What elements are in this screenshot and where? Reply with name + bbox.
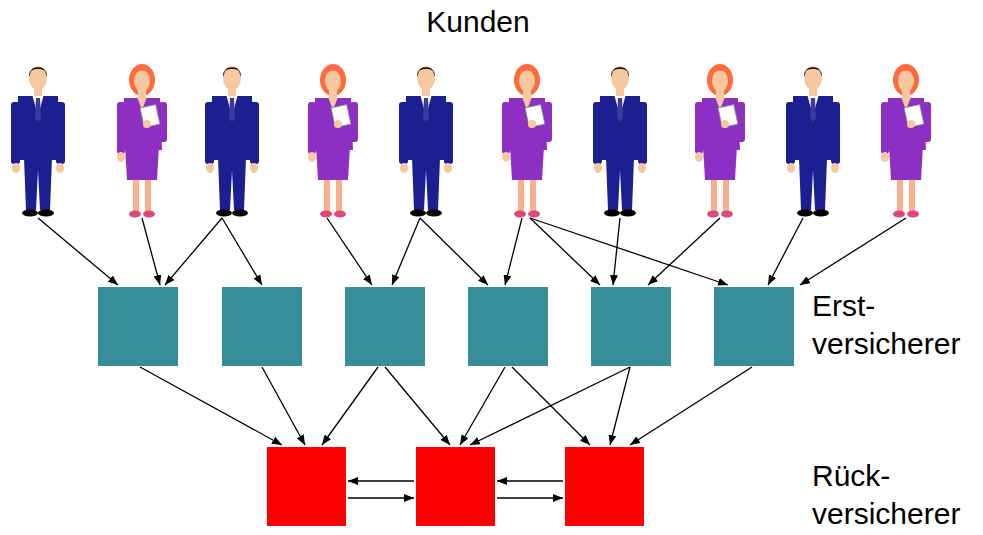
woman-figure <box>502 64 552 218</box>
arrow <box>630 367 752 445</box>
arrow <box>348 497 414 498</box>
arrow <box>142 218 160 285</box>
arrow <box>530 218 600 285</box>
arrow <box>768 218 803 285</box>
primary-insurer-box <box>98 287 178 366</box>
arrow <box>505 218 522 285</box>
primary-insurer-box <box>591 287 671 366</box>
arrow <box>497 497 563 498</box>
reinsurer-box <box>565 447 644 526</box>
woman-figure <box>695 64 745 218</box>
arrow <box>497 480 563 481</box>
arrow <box>322 367 378 445</box>
reinsurer-box <box>416 447 495 526</box>
arrow <box>262 367 305 445</box>
arrow <box>385 367 450 445</box>
primary-insurer-box <box>714 287 794 366</box>
arrow <box>530 218 728 285</box>
reinsurer-box <box>267 447 346 526</box>
primary-insurer-box <box>345 287 425 366</box>
man-figure <box>786 66 840 217</box>
customer-figures <box>11 64 931 218</box>
man-figure <box>593 66 647 217</box>
arrow <box>165 218 222 285</box>
arrow <box>348 480 414 481</box>
arrow <box>140 367 282 445</box>
arrow <box>800 218 906 285</box>
arrow <box>327 218 372 285</box>
woman-figure <box>308 64 358 218</box>
man-figure <box>205 66 259 217</box>
tier-label: Rück- versicherer <box>812 457 977 533</box>
primary-insurer-box <box>468 287 548 366</box>
arrow <box>392 218 420 285</box>
arrow <box>420 218 488 285</box>
arrow <box>610 367 630 445</box>
tier-label: Erst- versicherer <box>812 287 977 363</box>
arrow <box>613 218 620 285</box>
man-figure <box>11 66 65 217</box>
man-figure <box>399 66 453 217</box>
primary-insurer-box <box>222 287 302 366</box>
arrow <box>38 218 118 285</box>
arrow <box>460 367 505 445</box>
arrow <box>470 367 630 445</box>
group-label: Kunden <box>378 3 578 41</box>
woman-figure <box>117 64 167 218</box>
arrow <box>648 218 720 285</box>
arrow <box>222 218 262 285</box>
insurer-boxes <box>98 287 794 526</box>
flow-arrows <box>38 218 906 498</box>
woman-figure <box>881 64 931 218</box>
